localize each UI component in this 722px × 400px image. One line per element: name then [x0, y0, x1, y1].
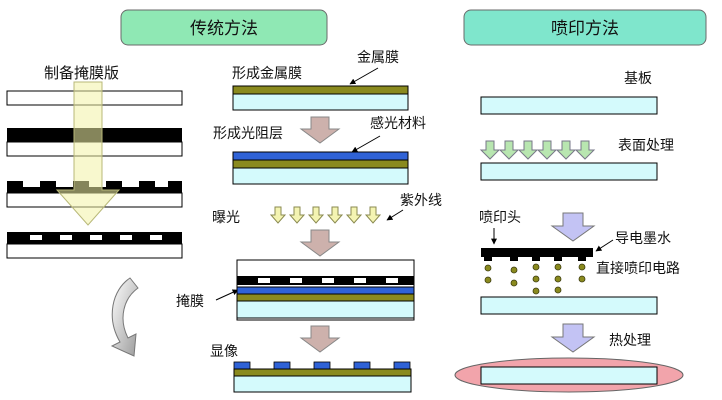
inkjet-column: 基板 表面处理 喷印头 导电墨水 直接喷印电路	[454, 70, 684, 393]
label-surface-treatment: 表面处理	[618, 138, 674, 154]
treated-substrate-plate	[480, 162, 658, 181]
header-inkjet: 喷印方法	[463, 9, 707, 46]
stack-metal-film	[232, 85, 409, 111]
ink-droplets	[484, 263, 586, 295]
label-exposure: 曝光	[212, 210, 240, 226]
label-metal-film: 金属膜	[357, 50, 399, 66]
inkjet-step-arrow-2	[550, 323, 596, 353]
mask-title: 制备掩膜版	[44, 64, 119, 82]
surface-treatment-arrows	[479, 140, 596, 160]
heated-substrate-plate	[480, 366, 658, 385]
pointer-uv	[386, 209, 404, 221]
pointer-photosensitive	[351, 135, 381, 153]
header-traditional: 传统方法	[120, 9, 328, 46]
step-arrow-2	[299, 229, 341, 257]
substrate-plate	[480, 96, 658, 115]
pointer-mask	[215, 289, 239, 301]
label-uv-light: 紫外线	[400, 193, 442, 209]
stack-developed	[233, 361, 412, 393]
label-form-metal-film: 形成金属膜	[232, 66, 302, 82]
stack-photoresist	[232, 151, 409, 185]
label-conductive-ink: 导电墨水	[615, 231, 671, 247]
mask-fabrication-panel: 制备掩膜版	[6, 64, 183, 357]
label-photosensitive-material: 感光材料	[370, 115, 426, 132]
printing-substrate-plate	[480, 296, 658, 315]
inkjet-step-arrow-1	[550, 212, 596, 242]
mask-plate-finished	[6, 232, 183, 259]
label-develop: 显像	[210, 344, 238, 360]
curved-transfer-arrow	[110, 277, 139, 357]
traditional-column: 金属膜 形成金属膜 形成光阻层 感光材料 紫外线 曝光	[176, 50, 442, 393]
step-arrow-1	[299, 116, 341, 144]
pointer-conductive-ink	[595, 239, 614, 252]
step-arrow-3	[299, 325, 341, 353]
label-mask: 掩膜	[176, 294, 204, 310]
print-head	[481, 248, 593, 261]
uv-arrows	[269, 206, 382, 224]
label-print-head: 喷印头	[479, 210, 521, 226]
mask-process-arrow	[55, 81, 121, 226]
header-traditional-label: 传统方法	[190, 19, 258, 39]
label-heat-treatment: 热处理	[609, 333, 651, 349]
stack-exposure	[236, 259, 415, 321]
pointer-metal-film	[349, 67, 379, 85]
label-substrate: 基板	[624, 70, 652, 87]
label-form-photoresist: 形成光阻层	[213, 126, 283, 142]
header-inkjet-label: 喷印方法	[551, 19, 619, 39]
label-direct-print: 直接喷印电路	[596, 260, 680, 277]
